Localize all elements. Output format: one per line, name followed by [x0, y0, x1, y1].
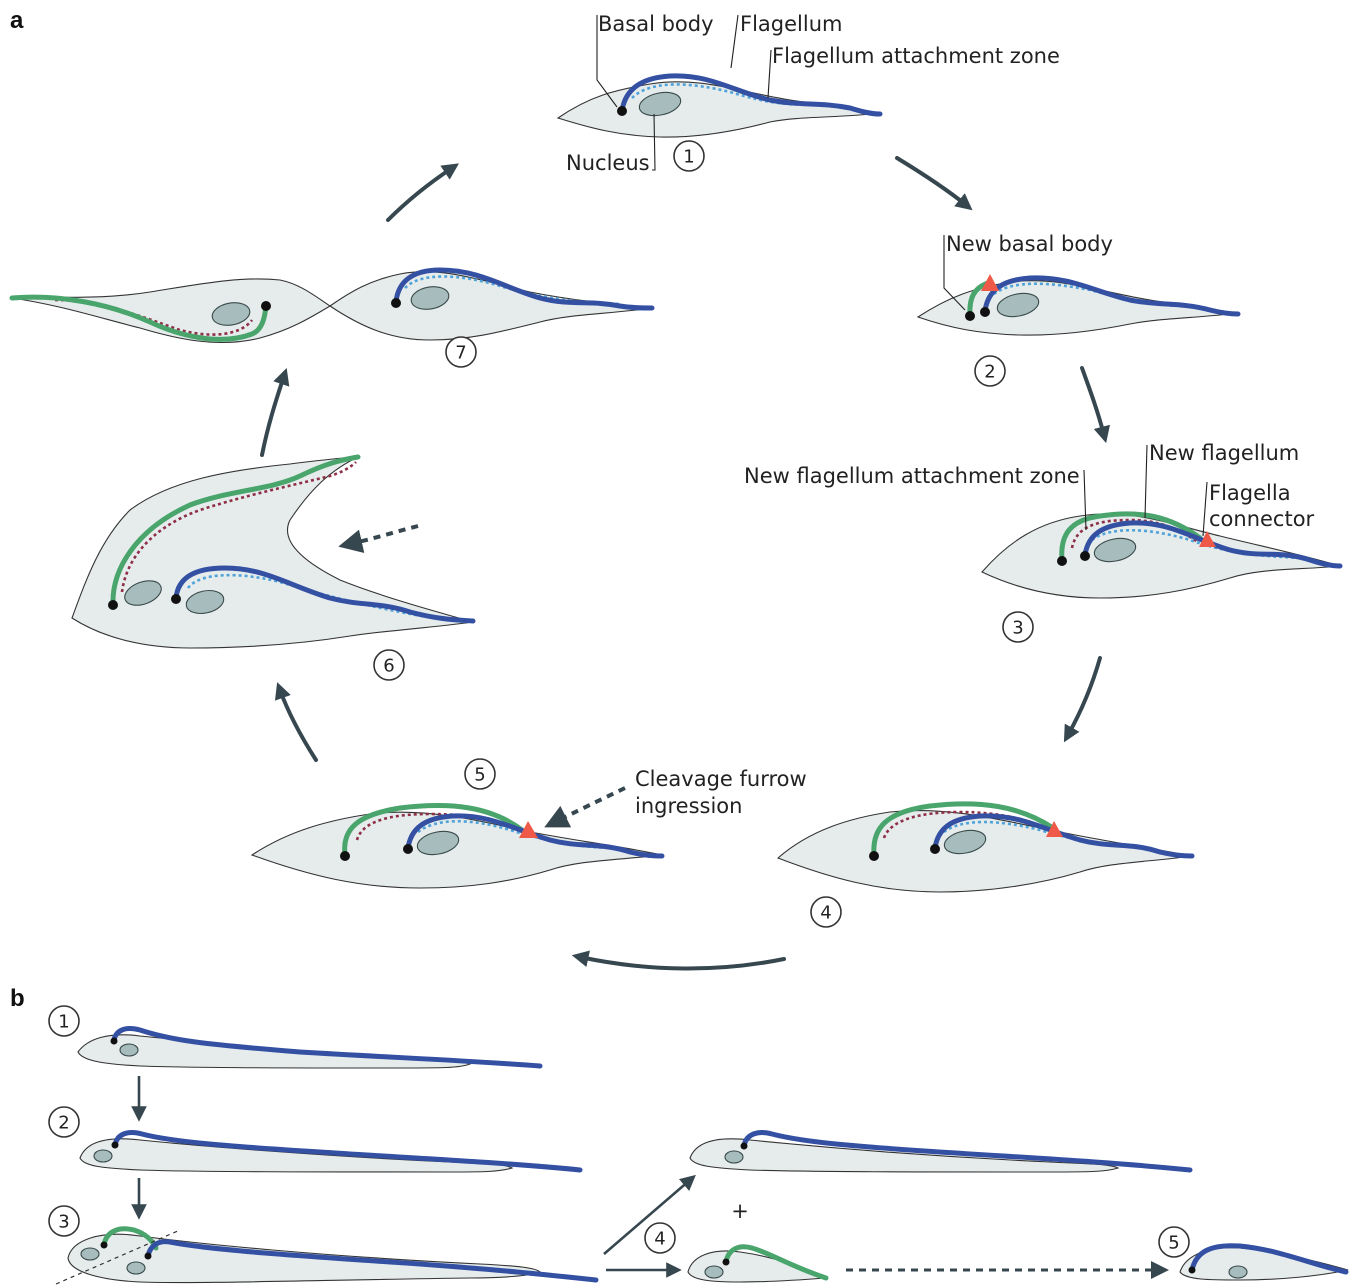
label-new-basal-body: New basal body [946, 232, 1113, 256]
panel-b-label: b [10, 985, 25, 1012]
step-a-5: 5 [465, 759, 495, 789]
svg-text:6: 6 [383, 656, 394, 677]
svg-text:2: 2 [58, 1113, 69, 1134]
panel-a-label: a [10, 7, 24, 34]
cycle-arrow-7-1 [388, 168, 452, 220]
step-a-6: 6 [374, 650, 404, 680]
cycle-arrow-3-4 [1068, 658, 1100, 735]
label-basal-body: Basal body [598, 12, 714, 36]
step-a-4: 4 [811, 897, 841, 927]
step-b-4: 4 [645, 1223, 675, 1253]
cell-stage-7 [12, 270, 652, 343]
step-a-7: 7 [446, 337, 476, 367]
step-b-5: 5 [1159, 1227, 1189, 1257]
step-b-3: 3 [49, 1206, 79, 1236]
cleavage-furrow-arrow [555, 788, 625, 822]
step-b-2: 2 [49, 1107, 79, 1137]
label-cleavage-line1: Cleavage furrow [635, 767, 807, 791]
step-a-2: 2 [975, 356, 1005, 386]
label-faz: Flagellum attachment zone [772, 44, 1060, 68]
label-cleavage-line2: ingression [635, 794, 742, 818]
label-new-faz: New flagellum attachment zone [744, 464, 1080, 488]
svg-text:2: 2 [984, 362, 995, 383]
b-cell-stage-3 [56, 1229, 596, 1284]
svg-text:7: 7 [455, 343, 466, 364]
label-nucleus: Nucleus [566, 151, 650, 175]
label-new-flagellum: New flagellum [1149, 441, 1299, 465]
step-a-1: 1 [674, 141, 704, 171]
cycle-arrow-1-2 [897, 158, 966, 205]
svg-text:3: 3 [1012, 618, 1023, 639]
cycle-arrow-4-5 [580, 957, 784, 969]
b-cell-stage-1 [78, 1028, 540, 1068]
svg-text:4: 4 [654, 1229, 665, 1250]
cell-stage-5 [252, 806, 662, 888]
step-b-1: 1 [49, 1006, 79, 1036]
label-flagella-connector-line2: connector [1209, 507, 1315, 531]
cycle-arrow-2-3 [1082, 368, 1104, 435]
svg-text:5: 5 [1168, 1233, 1179, 1254]
label-flagellum: Flagellum [740, 12, 842, 36]
division-direction-arrow [350, 526, 418, 544]
svg-text:1: 1 [58, 1012, 69, 1033]
b-daughter-old-flagellum [690, 1133, 1190, 1173]
b-daughter-new-flagellum [688, 1247, 826, 1282]
b-cell-stage-2 [80, 1132, 580, 1172]
svg-text:1: 1 [683, 147, 694, 168]
label-flagella-connector-line1: Flagella [1209, 481, 1291, 505]
cycle-arrow-5-6 [280, 690, 316, 760]
cell-stage-4 [778, 804, 1192, 892]
svg-text:5: 5 [474, 765, 485, 786]
svg-text:4: 4 [820, 903, 831, 924]
plus-sign: + [731, 1199, 749, 1223]
svg-text:3: 3 [58, 1212, 69, 1233]
cell-stage-6 [72, 456, 473, 648]
step-a-3: 3 [1003, 612, 1033, 642]
cell-stage-1 [558, 76, 880, 137]
cycle-arrow-6-7 [262, 376, 284, 455]
b-cell-stage-5 [1180, 1246, 1348, 1280]
cell-stage-2 [918, 274, 1238, 335]
